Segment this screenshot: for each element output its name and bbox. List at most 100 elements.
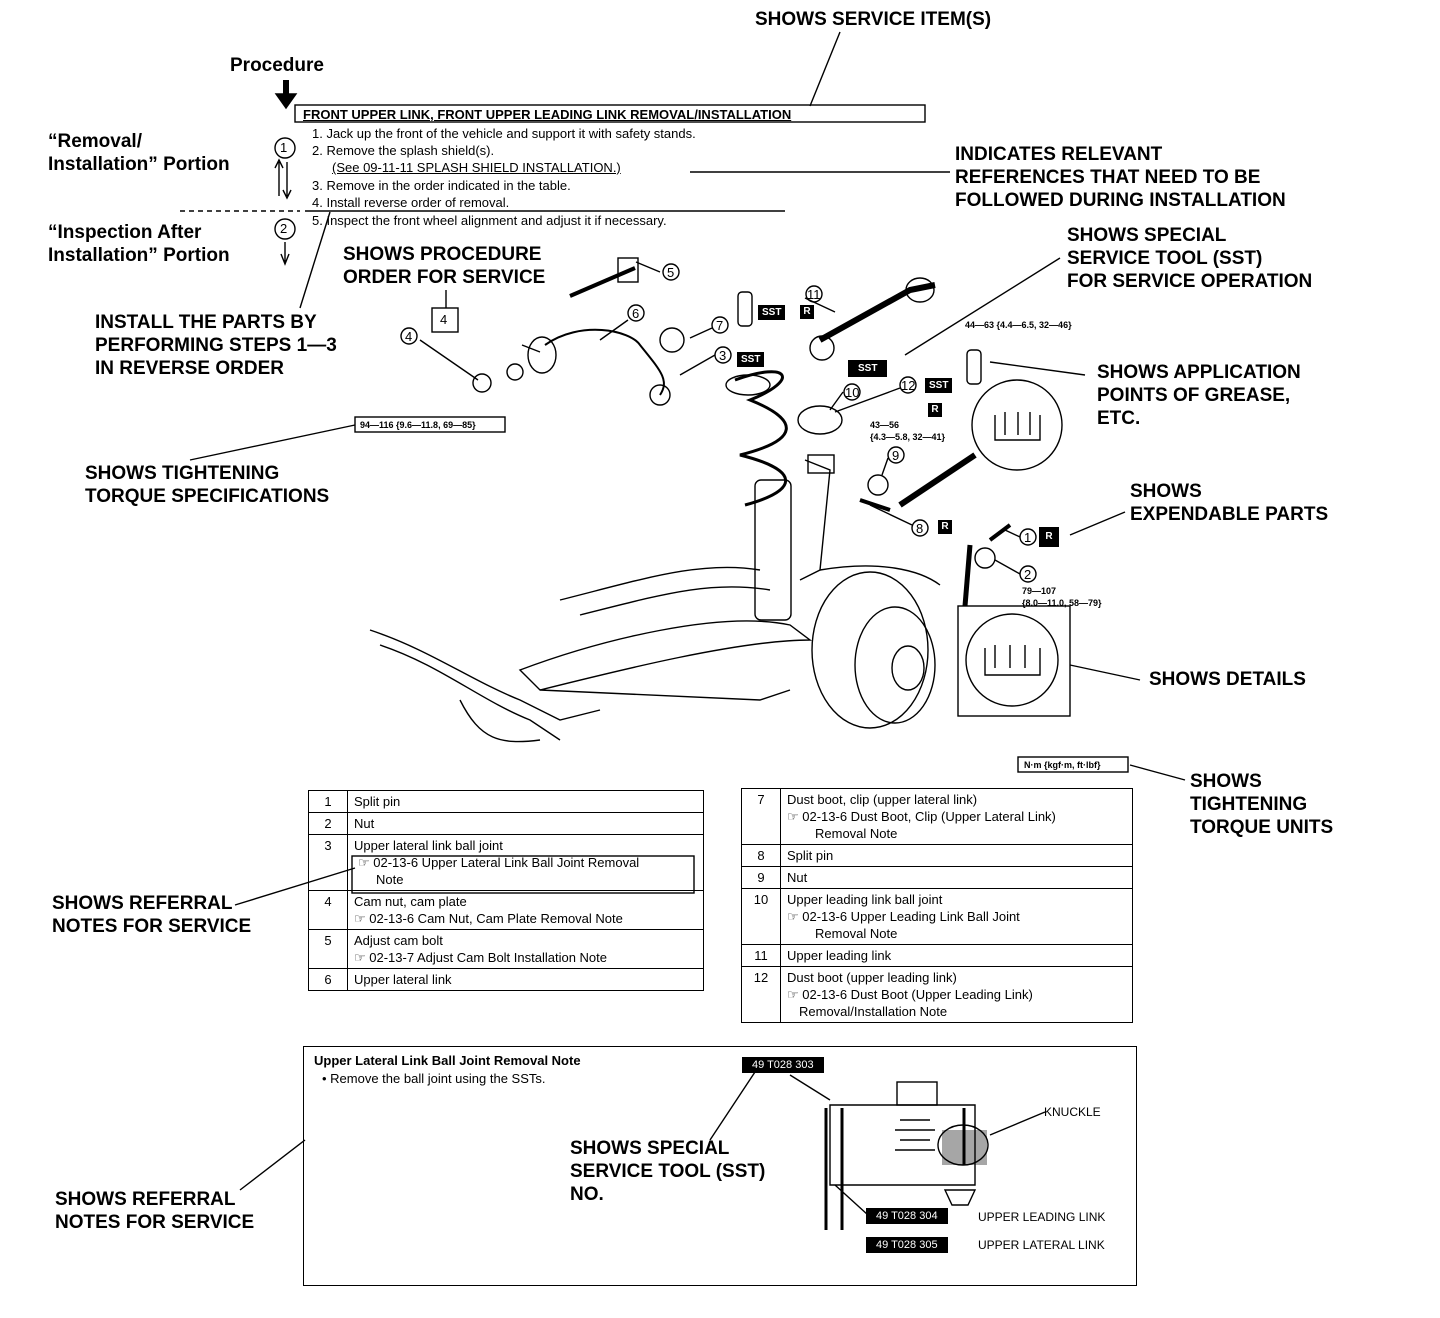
table-row: 12 Dust boot (upper leading link)☞ 02-13…: [741, 966, 1133, 1023]
nut-9: [867, 474, 889, 496]
part-num-6: 6: [632, 306, 640, 321]
stabilizer-bar: [539, 689, 791, 701]
frame-rail: [369, 629, 601, 721]
torque-units-box: [1017, 756, 1129, 773]
part-number-circles: [400, 263, 1037, 583]
referral-note-panel: Upper Lateral Link Ball Joint Removal No…: [303, 1046, 1137, 1286]
leader-install-reverse: [299, 211, 331, 309]
procedure-step-3: 3. Remove in the order indicated in the …: [312, 178, 571, 193]
split-pin-8: [859, 498, 891, 512]
tool1-leader: [789, 1074, 831, 1101]
tool-top-screw: [896, 1081, 938, 1106]
frame-rail-lower: [379, 644, 561, 741]
callout-removal-installation: “Removal/ Installation” Portion: [48, 131, 230, 175]
sst-number-1: 49 T028 303: [742, 1057, 824, 1073]
tool-legs: [824, 1108, 966, 1230]
grease-tube-icon-1: [737, 291, 753, 327]
tool2-leader: [834, 1184, 869, 1216]
table-row: 7 Dust boot, clip (upper lateral link)☞ …: [741, 788, 1133, 845]
part-num-2: 2: [1024, 567, 1032, 582]
detail-boot-drawing-2: [984, 645, 1041, 676]
coil-spring: [734, 370, 788, 507]
spring-seat: [725, 374, 771, 396]
adjust-cam-bolt: [569, 266, 636, 298]
note-title: Upper Lateral Link Ball Joint Removal No…: [314, 1053, 581, 1068]
procedure-step-2: 2. Remove the splash shield(s).: [312, 143, 495, 158]
caliper: [819, 565, 941, 586]
nut-2: [974, 547, 996, 569]
callout-torque-units: SHOWS TIGHTENING TORQUE UNITS: [1190, 771, 1334, 838]
callout-inspection-after: “Inspection After Installation” Portion: [48, 222, 230, 266]
part-num-11: 11: [807, 287, 821, 302]
upper-leading-link-joint: [809, 335, 835, 361]
callout-procedure-order: SHOWS PROCEDURE ORDER FOR SERVICE: [343, 244, 546, 288]
upper-lateral-link: [544, 328, 665, 396]
lower-arm: [518, 620, 813, 691]
sst-badge-1: SST: [758, 305, 786, 320]
part-num-9: 9: [892, 448, 900, 463]
part-num-8: 8: [916, 521, 924, 536]
sst-badge-2: SST: [737, 352, 765, 367]
knuckle-hatch: [942, 1130, 987, 1165]
leader-service-item: [809, 31, 841, 107]
part-leaders: [419, 261, 1021, 575]
r-badge-4: R: [1039, 527, 1059, 547]
sst-number-2: 49 T028 304: [866, 1208, 948, 1224]
label-knuckle: KNUCKLE: [1044, 1105, 1101, 1119]
knuckle-leader: [989, 1111, 1046, 1136]
tool-spring: [895, 1119, 935, 1151]
callout-grease-points: SHOWS APPLICATION POINTS OF GREASE, ETC.: [1097, 362, 1301, 429]
procedure-step-2-ref: (See 09-11-11 SPLASH SHIELD INSTALLATION…: [332, 160, 621, 175]
cross-member: [559, 566, 761, 601]
detail-pointer-2: [962, 544, 973, 607]
procedure-title: FRONT UPPER LINK, FRONT UPPER LEADING LI…: [303, 107, 792, 122]
procedure-step-5: 5. Inspect the front wheel alignment and…: [312, 213, 667, 228]
torque-spec-4: 94—116 {9.6—11.8, 69—85}: [360, 420, 476, 430]
cross-member-lower: [579, 586, 771, 616]
leader-torque-spec: [189, 424, 356, 461]
r-badge-3: R: [938, 520, 952, 534]
split-pin-1: [988, 523, 1012, 542]
upper-leading-link-bush: [905, 277, 935, 303]
marker-down-arrow: [282, 162, 292, 200]
part-num-5: 5: [667, 265, 675, 280]
part-num-10: 10: [845, 385, 860, 400]
brake-disc-inner: [854, 606, 936, 724]
detail-box: [957, 605, 1071, 717]
table-row: 4 Cam nut, cam plate☞ 02-13-6 Cam Nut, C…: [308, 890, 704, 930]
marker-up-arrow: [274, 158, 284, 196]
callout-details: SHOWS DETAILS: [1149, 669, 1306, 690]
part-num-3: 3: [719, 348, 727, 363]
marker-2-arrow: [280, 242, 290, 266]
ball-joint: [943, 1189, 977, 1206]
knuckle-arm: [799, 459, 831, 581]
torque-spec-2-b: {8.0—11.0, 58—79}: [1022, 598, 1102, 608]
sst-badge-3: SST: [848, 360, 888, 377]
sst-number-3: 49 T028 305: [866, 1237, 948, 1253]
leader-referral-2: [239, 1139, 306, 1191]
table-row: 5 Adjust cam bolt☞ 02-13-7 Adjust Cam Bo…: [308, 929, 704, 969]
shock-absorber: [754, 479, 792, 621]
leader-grease: [989, 361, 1086, 376]
torque-spec-9-a: 43—56: [870, 420, 900, 430]
table-row: 3 Upper lateral link ball joint ☞ 02-13-…: [308, 834, 704, 891]
knuckle-section: [937, 1124, 989, 1166]
procedure-title-box: [294, 104, 926, 123]
marker-1-circle: [274, 137, 296, 159]
cam-plate: [506, 363, 524, 381]
callout-relevant-refs: INDICATES RELEVANT REFERENCES THAT NEED …: [955, 144, 1286, 211]
torque-spec-9-b: {4.3—5.8, 32—41}: [870, 432, 946, 442]
label-upper-leading-link: UPPER LEADING LINK: [978, 1210, 1106, 1224]
frame-bracket: [459, 699, 541, 743]
sst-badge-4: SST: [925, 378, 953, 393]
callout-procedure: Procedure: [230, 55, 324, 76]
mount-base: [807, 454, 835, 474]
brake-disc: [811, 571, 929, 729]
grease-tube-icon-2: [966, 349, 982, 385]
boxed-order-4: [431, 307, 459, 333]
